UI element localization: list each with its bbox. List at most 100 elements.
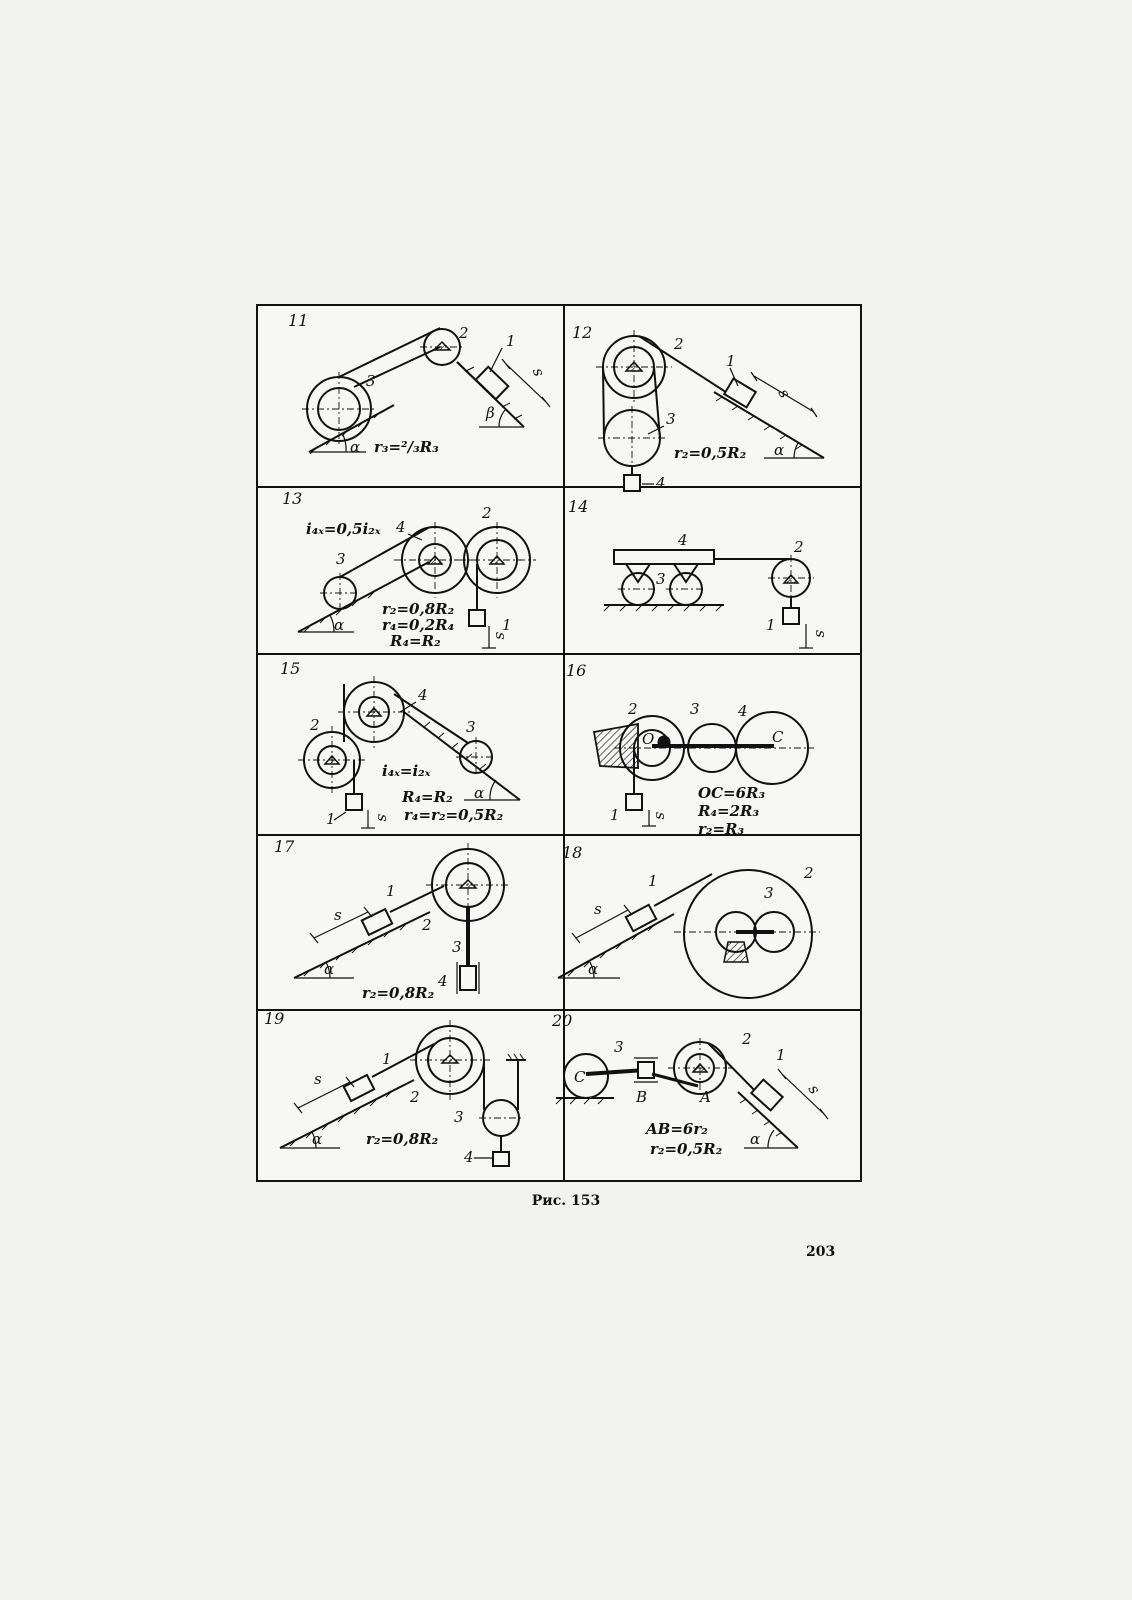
label-s: s — [652, 812, 670, 820]
formula: R₄=R₂ — [401, 788, 453, 806]
label-s: s — [812, 630, 830, 638]
label-2: 2 — [409, 1088, 420, 1106]
label-2: 2 — [421, 916, 432, 934]
label-C: C — [772, 728, 784, 746]
panel-16: 16 1 2 3 4 O C s OC=6R₃ R₄=2R₃ r₂=R₃ — [566, 661, 814, 838]
panel-13: 13 i₄ₓ=0,5i₂ₓ 1 2 3 4 — [282, 489, 536, 650]
block-1 — [468, 609, 486, 627]
label-1: 1 — [502, 616, 512, 634]
label-3: 3 — [656, 570, 666, 588]
fixed-support — [592, 722, 639, 769]
panel-number: 20 — [551, 1011, 572, 1030]
label-3: 3 — [666, 410, 676, 428]
label-3: 3 — [466, 718, 476, 736]
label-beta: β — [485, 404, 495, 422]
label-alpha: α — [588, 960, 598, 978]
block-1 — [345, 793, 363, 811]
label-2: 2 — [458, 324, 469, 342]
block-1 — [624, 903, 658, 933]
label-1: 1 — [382, 1050, 392, 1068]
formula: r₂=R₃ — [698, 820, 745, 838]
panel-number: 17 — [274, 837, 295, 856]
wheel-3 — [563, 1053, 609, 1099]
label-alpha: α — [474, 784, 484, 802]
label-s: s — [334, 906, 342, 924]
panel-19: 19 1 — [264, 1009, 526, 1167]
panel-number: 19 — [264, 1009, 284, 1028]
label-alpha: α — [750, 1130, 760, 1148]
label-1: 1 — [326, 810, 336, 828]
label-3: 3 — [764, 884, 774, 902]
label-3: 3 — [614, 1038, 624, 1056]
label-1: 1 — [610, 806, 620, 824]
block-1 — [782, 607, 800, 625]
label-1: 1 — [766, 616, 776, 634]
platform-4 — [613, 549, 715, 565]
formula: R₄=2R₃ — [697, 802, 760, 820]
panel-14: 14 1 2 3 4 s — [568, 497, 830, 649]
label-2: 2 — [481, 504, 492, 522]
block-1 — [625, 793, 643, 811]
label-C: C — [574, 1068, 586, 1086]
label-2: 2 — [309, 716, 320, 734]
label-3: 3 — [452, 938, 462, 956]
formula: r₂=0,5R₂ — [650, 1140, 723, 1158]
grid-border — [256, 304, 862, 1182]
formula: OC=6R₃ — [698, 784, 765, 802]
formula: r₂=0,8R₂ — [362, 984, 435, 1002]
label-2: 2 — [741, 1030, 752, 1048]
block-1 — [342, 1073, 376, 1103]
wheel-4 — [735, 711, 809, 785]
label-3: 3 — [336, 550, 346, 568]
formula: r₂=0,8R₂ — [382, 600, 455, 618]
formula-ratio: i₄ₓ=0,5i₂ₓ — [306, 520, 381, 538]
block-1 — [360, 907, 394, 937]
label-1: 1 — [726, 352, 736, 370]
label-1: 1 — [386, 882, 396, 900]
formula: r₄=0,2R₄ — [382, 616, 454, 634]
label-B: B — [635, 1088, 647, 1106]
panel-number: 13 — [282, 489, 302, 508]
label-A: A — [698, 1088, 711, 1106]
panel-15: 15 1 2 3 4 — [280, 659, 521, 829]
mechanisms-grid: 11 — [256, 304, 862, 1182]
block-4 — [623, 474, 641, 492]
label-4: 4 — [395, 518, 406, 536]
panel-number: 14 — [568, 497, 588, 516]
formula: r₄=r₂=0,5R₂ — [404, 806, 504, 824]
block-1 — [749, 1078, 785, 1112]
label-3: 3 — [454, 1108, 464, 1126]
panel-number: 15 — [280, 659, 300, 678]
block-1 — [722, 377, 758, 409]
label-alpha: α — [774, 441, 784, 459]
formula: R₄=R₂ — [389, 632, 441, 650]
label-1: 1 — [648, 872, 658, 890]
label-O: O — [642, 730, 654, 748]
rod-CB — [585, 1068, 647, 1076]
rod-AB — [651, 1072, 699, 1088]
label-4: 4 — [655, 474, 666, 492]
label-2: 2 — [793, 538, 804, 556]
block-4 — [492, 1151, 510, 1167]
label-4: 4 — [737, 702, 748, 720]
slider-B — [637, 1061, 655, 1079]
formula: r₃=²/₃R₃ — [374, 438, 439, 456]
label-s: s — [492, 632, 510, 640]
figure-153: 11 — [254, 302, 866, 1186]
label-4: 4 — [417, 686, 428, 704]
label-2: 2 — [803, 864, 814, 882]
block-1 — [474, 365, 510, 401]
label-2: 2 — [673, 335, 684, 353]
formula: r₂=0,5R₂ — [674, 444, 747, 462]
panel-number: 11 — [288, 311, 308, 330]
panel-12: 12 1 2 3 — [572, 323, 825, 492]
label-alpha: α — [350, 438, 360, 456]
label-alpha: α — [312, 1130, 322, 1148]
panel-number: 18 — [562, 843, 582, 862]
label-1: 1 — [506, 332, 516, 350]
label-4: 4 — [437, 972, 448, 990]
formula: i₄ₓ=i₂ₓ — [382, 762, 431, 780]
figure-caption: Рис. 153 — [531, 1193, 601, 1209]
panel-11: 11 — [288, 311, 551, 456]
label-s: s — [374, 814, 392, 822]
